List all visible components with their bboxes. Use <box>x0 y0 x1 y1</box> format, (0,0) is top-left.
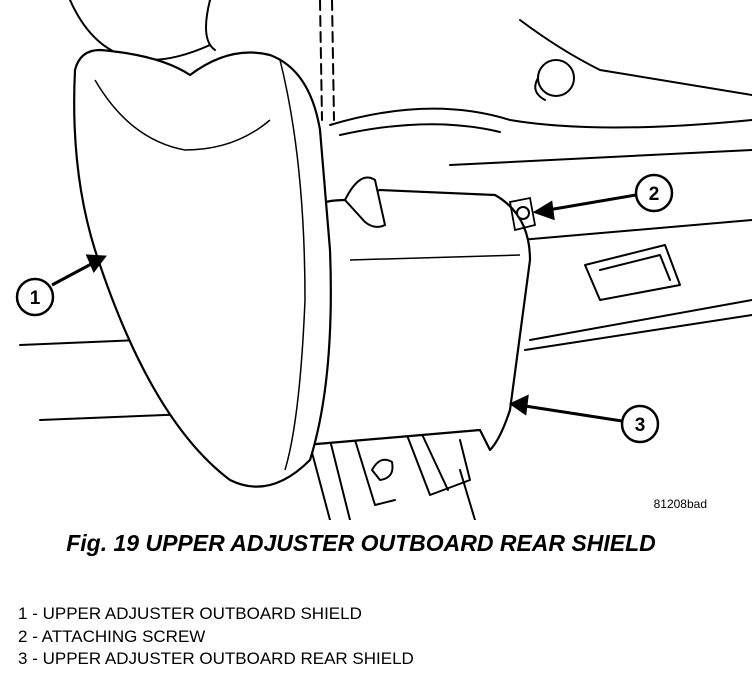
attaching-screw <box>516 206 530 220</box>
figure-id: 81208bad <box>653 497 707 511</box>
legend-text: UPPER ADJUSTER OUTBOARD REAR SHIELD <box>42 649 414 668</box>
callout-2: 2 <box>634 173 674 213</box>
legend-item: 2 - ATTACHING SCREW <box>18 626 206 646</box>
callout-3: 3 <box>620 404 660 444</box>
legend-number: 2 <box>18 626 28 646</box>
legend-number: 1 <box>18 604 28 623</box>
adjuster-knob <box>537 59 575 97</box>
legend-item: 1 - UPPER ADJUSTER OUTBOARD SHIELD <box>18 604 362 623</box>
seat-adjuster-drawing: 1 2 3 <box>15 0 752 520</box>
legend-number: 3 <box>18 649 28 668</box>
seat-frame-outline <box>519 19 752 96</box>
figure-caption: Fig. 19 UPPER ADJUSTER OUTBOARD REAR SHI… <box>66 530 656 556</box>
legend-item: 3 - UPPER ADJUSTER OUTBOARD REAR SHIELD <box>18 649 414 668</box>
outboard-shield <box>73 48 332 488</box>
shield-clip <box>343 176 387 228</box>
legend-text: UPPER ADJUSTER OUTBOARD SHIELD <box>42 604 362 623</box>
technical-illustration: 1 2 3 <box>15 0 752 520</box>
leader-3 <box>524 404 623 423</box>
leader-1 <box>51 260 96 287</box>
rear-bracket <box>584 244 681 301</box>
leader-2 <box>547 193 637 212</box>
seat-track-rail <box>309 444 331 520</box>
seat-centerline <box>319 0 323 121</box>
callout-2-label: 2 <box>649 184 660 205</box>
callout-1-label: 1 <box>30 288 41 309</box>
legend-text: ATTACHING SCREW <box>41 626 206 646</box>
callout-3-label: 3 <box>635 415 646 436</box>
callout-1: 1 <box>15 277 55 317</box>
legend-list: 1 - UPPER ADJUSTER OUTBOARD SHIELD 2 - A… <box>18 603 414 671</box>
